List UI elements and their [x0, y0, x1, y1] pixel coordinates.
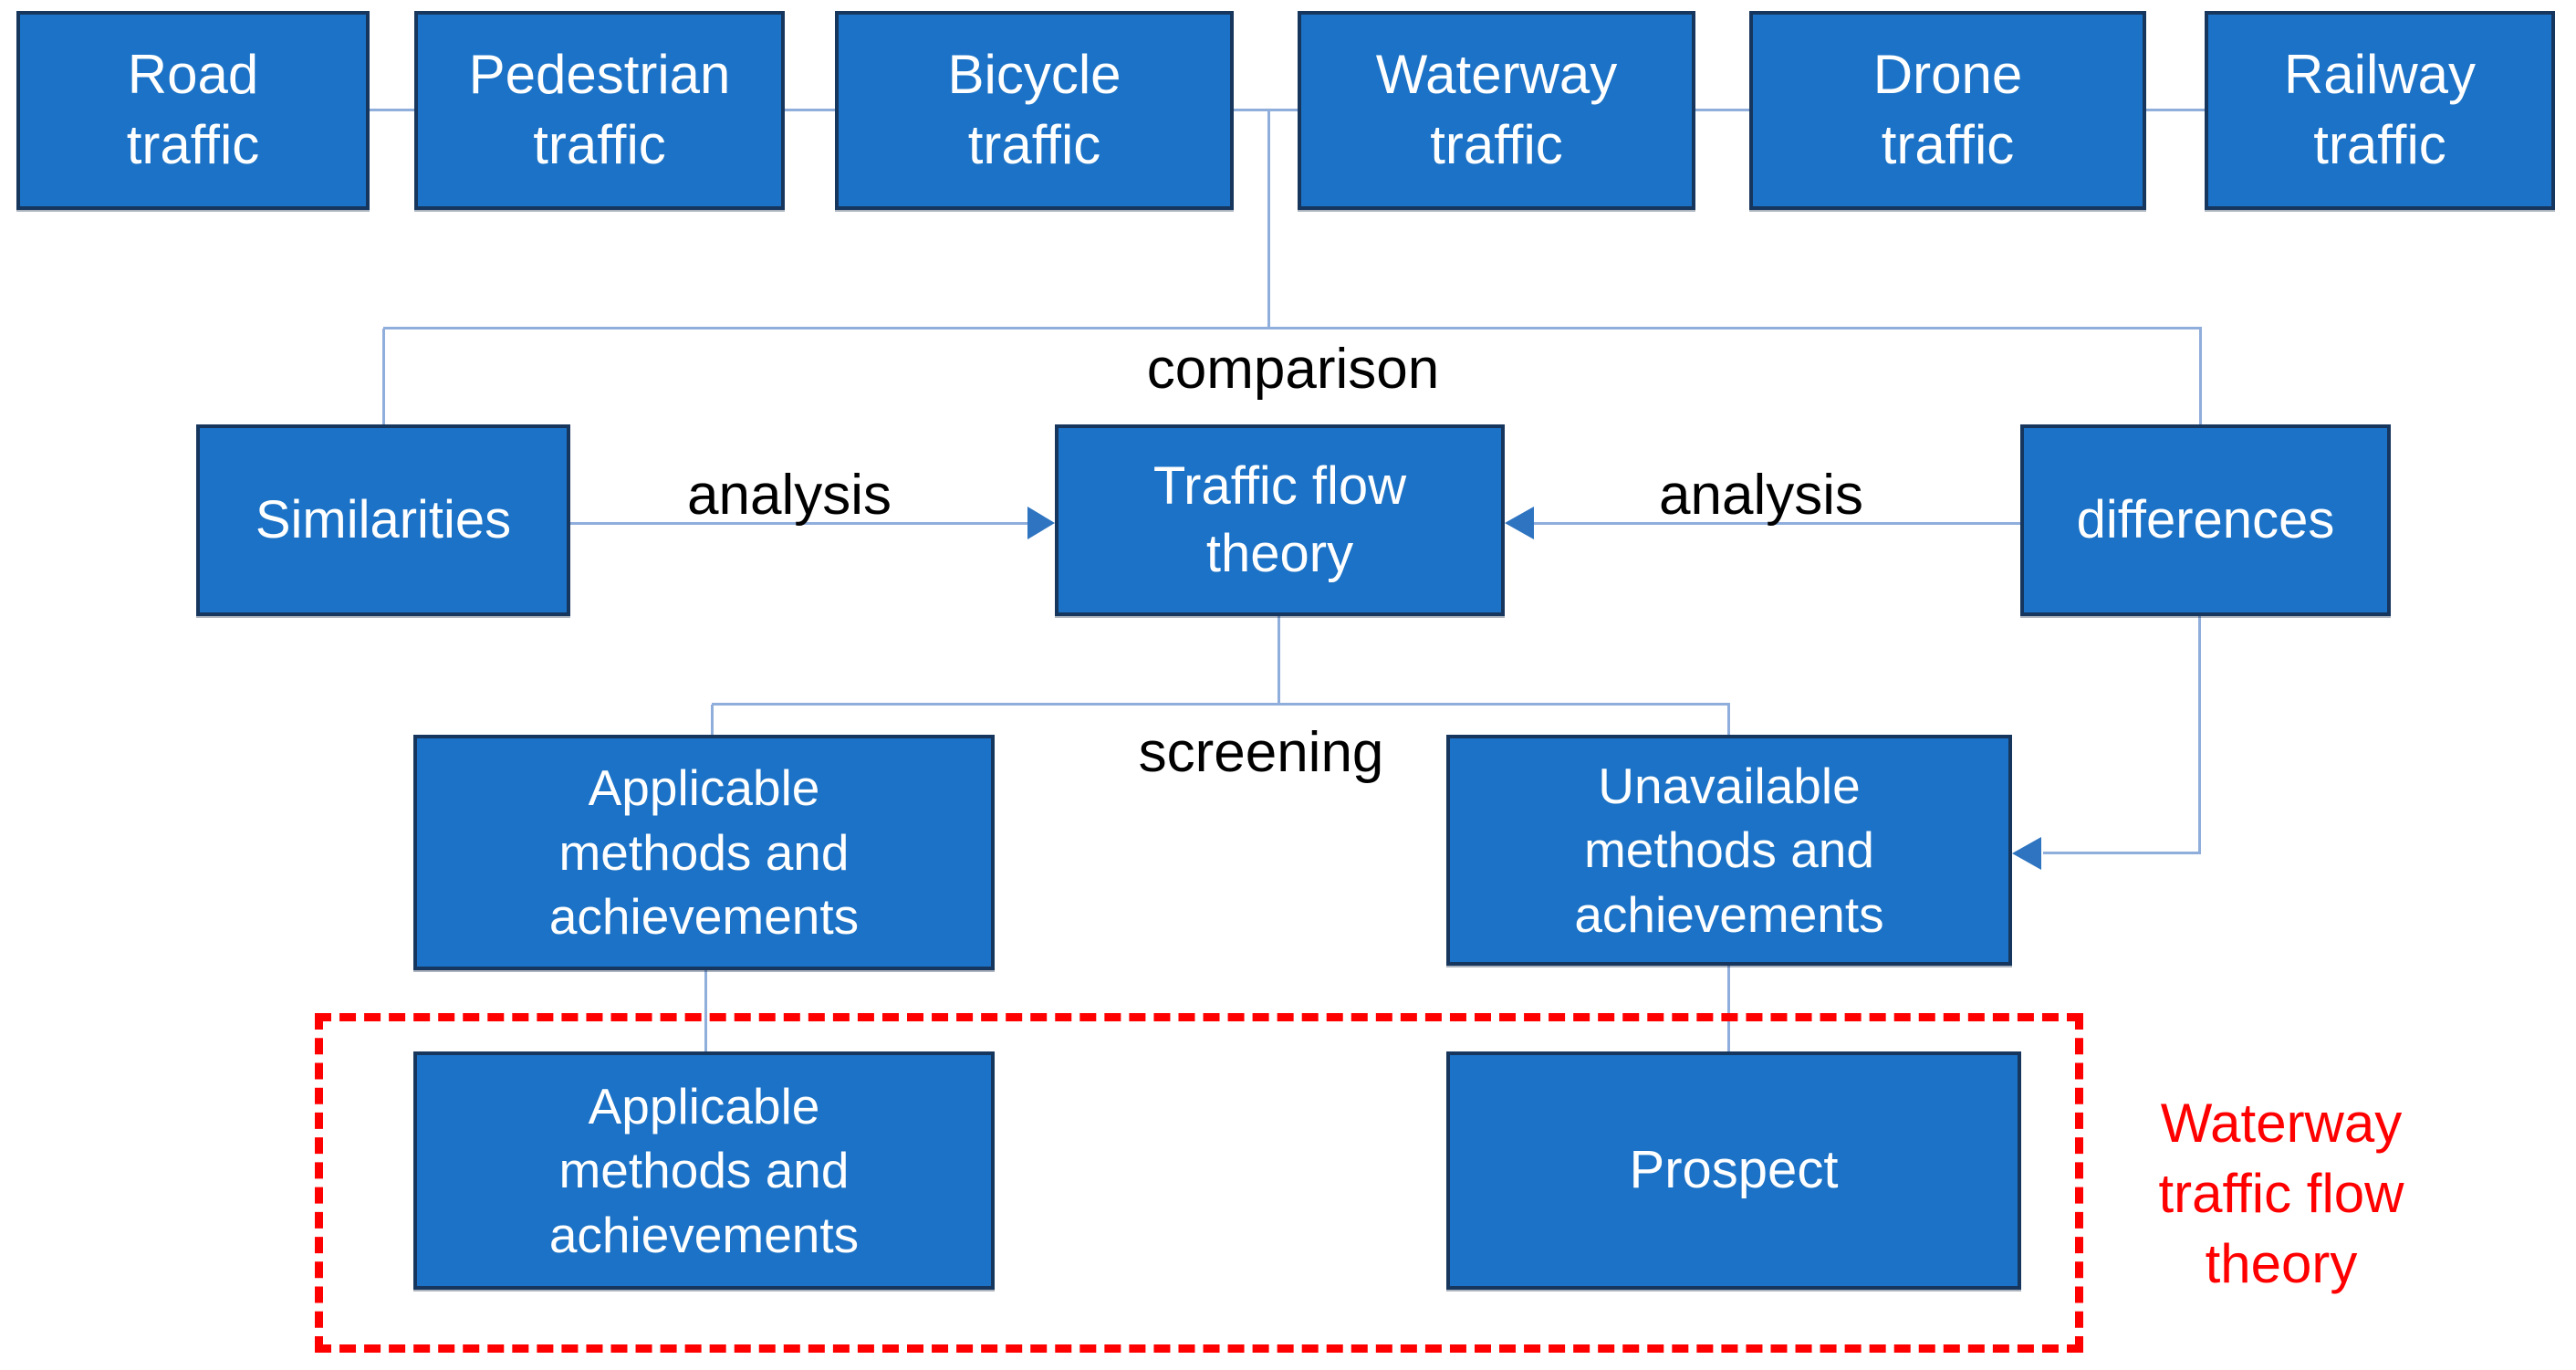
connector-drone-railway	[2146, 109, 2205, 111]
flow-node-road-traffic: Road traffic	[16, 11, 370, 210]
connector-unavailable-down	[1727, 966, 1730, 1051]
connector-applicable-down	[704, 970, 707, 1051]
edge-label-analysis-right: analysis	[1659, 464, 1863, 527]
edge-label-comparison: comparison	[1146, 338, 1440, 401]
connector-theory-drop	[1278, 616, 1280, 703]
waterway-theory-group-frame	[315, 1013, 2083, 1353]
flow-node-similarities: Similarities	[196, 424, 570, 616]
edge-label-screening: screening	[1138, 721, 1384, 784]
connector-road-pedestrian	[370, 109, 414, 111]
connector-drop-differences	[2199, 329, 2202, 424]
connector-toprow-drop	[1267, 110, 1270, 327]
connector-drop-similarities	[382, 329, 385, 424]
connector-differences-down	[2198, 616, 2201, 853]
flow-node-traffic-flow-theory: Traffic flow theory	[1055, 424, 1505, 616]
connector-comparison-horizontal	[383, 327, 2202, 329]
connector-pedestrian-bicycle	[785, 109, 835, 111]
flow-node-waterway-traffic: Waterway traffic	[1298, 11, 1695, 210]
connector-drop-applicable	[711, 705, 714, 735]
flow-node-differences: differences	[2020, 424, 2391, 616]
flow-node-bicycle-traffic: Bicycle traffic	[835, 11, 1234, 210]
arrowhead-into-unavailable-icon	[2012, 837, 2041, 870]
flow-node-railway-traffic: Railway traffic	[2205, 11, 2555, 210]
flow-node-prospect: Prospect	[1446, 1051, 2021, 1290]
connector-waterway-drone	[1695, 109, 1749, 111]
arrowhead-left-icon	[1505, 507, 1534, 539]
connector-drop-unavailable	[1727, 705, 1730, 735]
flow-node-drone-traffic: Drone traffic	[1749, 11, 2146, 210]
flow-node-applicable-upper: Applicable methods and achievements	[413, 735, 995, 970]
connector-differences-left	[2043, 852, 2201, 854]
arrow-similarities-to-theory-line	[570, 522, 1031, 525]
connector-screening-horizontal	[712, 703, 1730, 706]
edge-label-analysis-left: analysis	[687, 464, 892, 527]
connector-bicycle-waterway	[1234, 109, 1298, 111]
flow-node-unavailable-upper: Unavailable methods and achievements	[1446, 735, 2012, 966]
waterway-theory-annotation: Waterway traffic flow theory	[2158, 1093, 2404, 1294]
arrow-differences-to-theory-line	[1534, 522, 2020, 525]
flow-node-pedestrian-traffic: Pedestrian traffic	[414, 11, 785, 210]
arrowhead-right-icon	[1027, 507, 1055, 539]
flow-node-applicable-lower: Applicable methods and achievements	[413, 1051, 995, 1290]
